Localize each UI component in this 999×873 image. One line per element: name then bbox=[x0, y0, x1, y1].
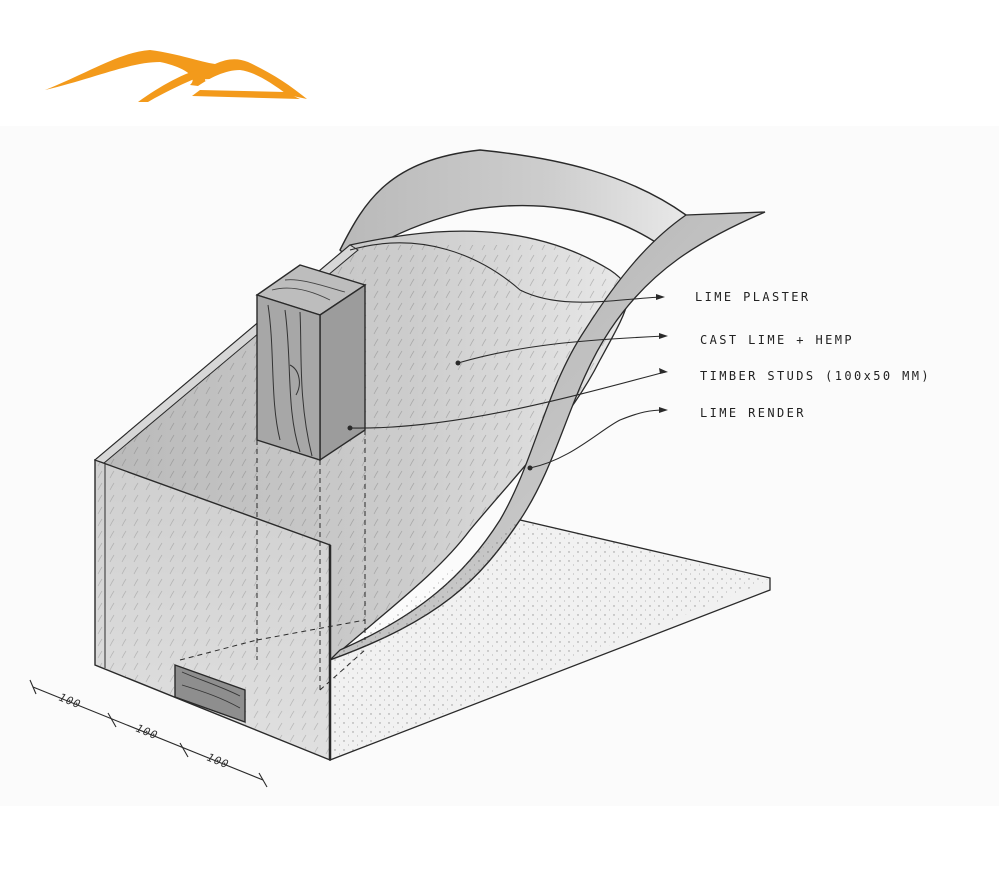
leader-lines bbox=[349, 242, 666, 469]
timber-stud-icon bbox=[255, 264, 367, 462]
dimension-line bbox=[29, 679, 268, 788]
label-timber-studs: TIMBER STUDS (100x50 MM) bbox=[700, 369, 931, 383]
label-cast-lime-hemp: CAST LIME + HEMP bbox=[700, 333, 854, 347]
hidden-stud-outline bbox=[179, 430, 366, 691]
label-lime-plaster: LIME PLASTER bbox=[695, 290, 811, 304]
label-lime-render: LIME RENDER bbox=[700, 406, 806, 420]
stud-section-icon bbox=[174, 664, 246, 723]
mountain-logo-icon bbox=[45, 50, 307, 102]
